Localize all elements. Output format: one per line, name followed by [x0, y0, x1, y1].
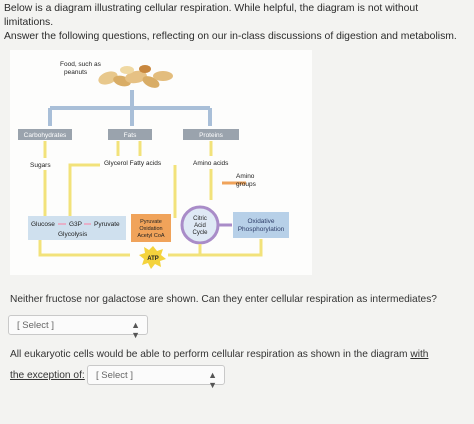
citric-label-1: Citric: [193, 216, 207, 222]
atp-label: ATP: [147, 256, 159, 262]
pyruvate-label: Pyruvate: [94, 221, 120, 228]
question-2-select-value: [ Select ]: [96, 369, 133, 381]
fats-label: Fats: [124, 132, 137, 139]
proteins-box: [183, 129, 239, 140]
amino-groups-label-2: groups: [236, 181, 257, 188]
atp-arrows: [168, 239, 263, 257]
question-1-select[interactable]: [ Select ] ▲▼: [8, 315, 148, 340]
atp-burst: [139, 246, 166, 269]
question-2-text-with: with: [410, 349, 429, 360]
category-arrows: [43, 141, 213, 158]
oxidative-phosphorylation-box: [233, 212, 289, 238]
citric-label-3: Cycle: [192, 230, 208, 236]
question-2-text-a: All eukaryotic cells would be able to pe…: [10, 349, 411, 360]
glycolysis-label: Glycolysis: [58, 231, 88, 238]
pyruvate-oxidation-box: [131, 214, 171, 242]
instructions: Below is a diagram illustrating cellular…: [4, 2, 470, 44]
citric-label-2: Acid: [194, 223, 206, 229]
oxphos-label-2: Phosphorylation: [238, 226, 285, 233]
up-down-caret-icon: ▲▼: [131, 320, 140, 340]
g3p-label: G3P: [69, 221, 82, 228]
glycerol-fatty-label: Glycerol Fatty acids: [104, 160, 162, 167]
question-1-select-value: [ Select ]: [17, 319, 54, 331]
food-label-1: Food, such as: [60, 61, 102, 68]
glycolysis-band: [28, 216, 126, 240]
glucose-label: Glucose: [31, 221, 55, 228]
up-down-caret-icon: ▲▼: [208, 370, 217, 390]
question-2-text-exception: the exception of:: [10, 370, 85, 381]
food-label-2: peanuts: [64, 69, 88, 76]
amino-groups-label-1: Amino: [236, 173, 255, 180]
proteins-label: Proteins: [199, 132, 224, 139]
food-arrows: [48, 90, 212, 126]
amino-acids-label: Amino acids: [193, 160, 229, 167]
yellow-pathways: [38, 163, 213, 257]
peanuts-image: [98, 65, 173, 88]
question-2-select[interactable]: [ Select ] ▲▼: [87, 365, 225, 390]
instructions-line-1: Below is a diagram illustrating cellular…: [4, 3, 419, 28]
question-2-text-line-2: the exception of:: [10, 370, 85, 381]
carbohydrates-box: [18, 129, 72, 140]
fats-box: [108, 129, 152, 140]
question-1-text: Neither fructose nor galactose are shown…: [10, 294, 437, 305]
question-2-text-line-1: All eukaryotic cells would be able to pe…: [10, 349, 470, 360]
cellular-respiration-diagram: Food, such as peanuts Carbohydrates Fats…: [10, 50, 312, 275]
instructions-line-2: Answer the following questions, reflecti…: [4, 31, 457, 42]
citric-acid-cycle: [180, 205, 220, 245]
oxphos-label-1: Oxidative: [247, 218, 274, 225]
sugars-label: Sugars: [30, 162, 51, 169]
pyruvate-ox-label-2: Oxidation: [139, 226, 162, 232]
carbohydrates-label: Carbohydrates: [24, 132, 67, 139]
pyruvate-ox-label-1: Pyruvate: [140, 219, 162, 225]
pyruvate-ox-label-3: Acetyl CoA: [137, 233, 165, 239]
